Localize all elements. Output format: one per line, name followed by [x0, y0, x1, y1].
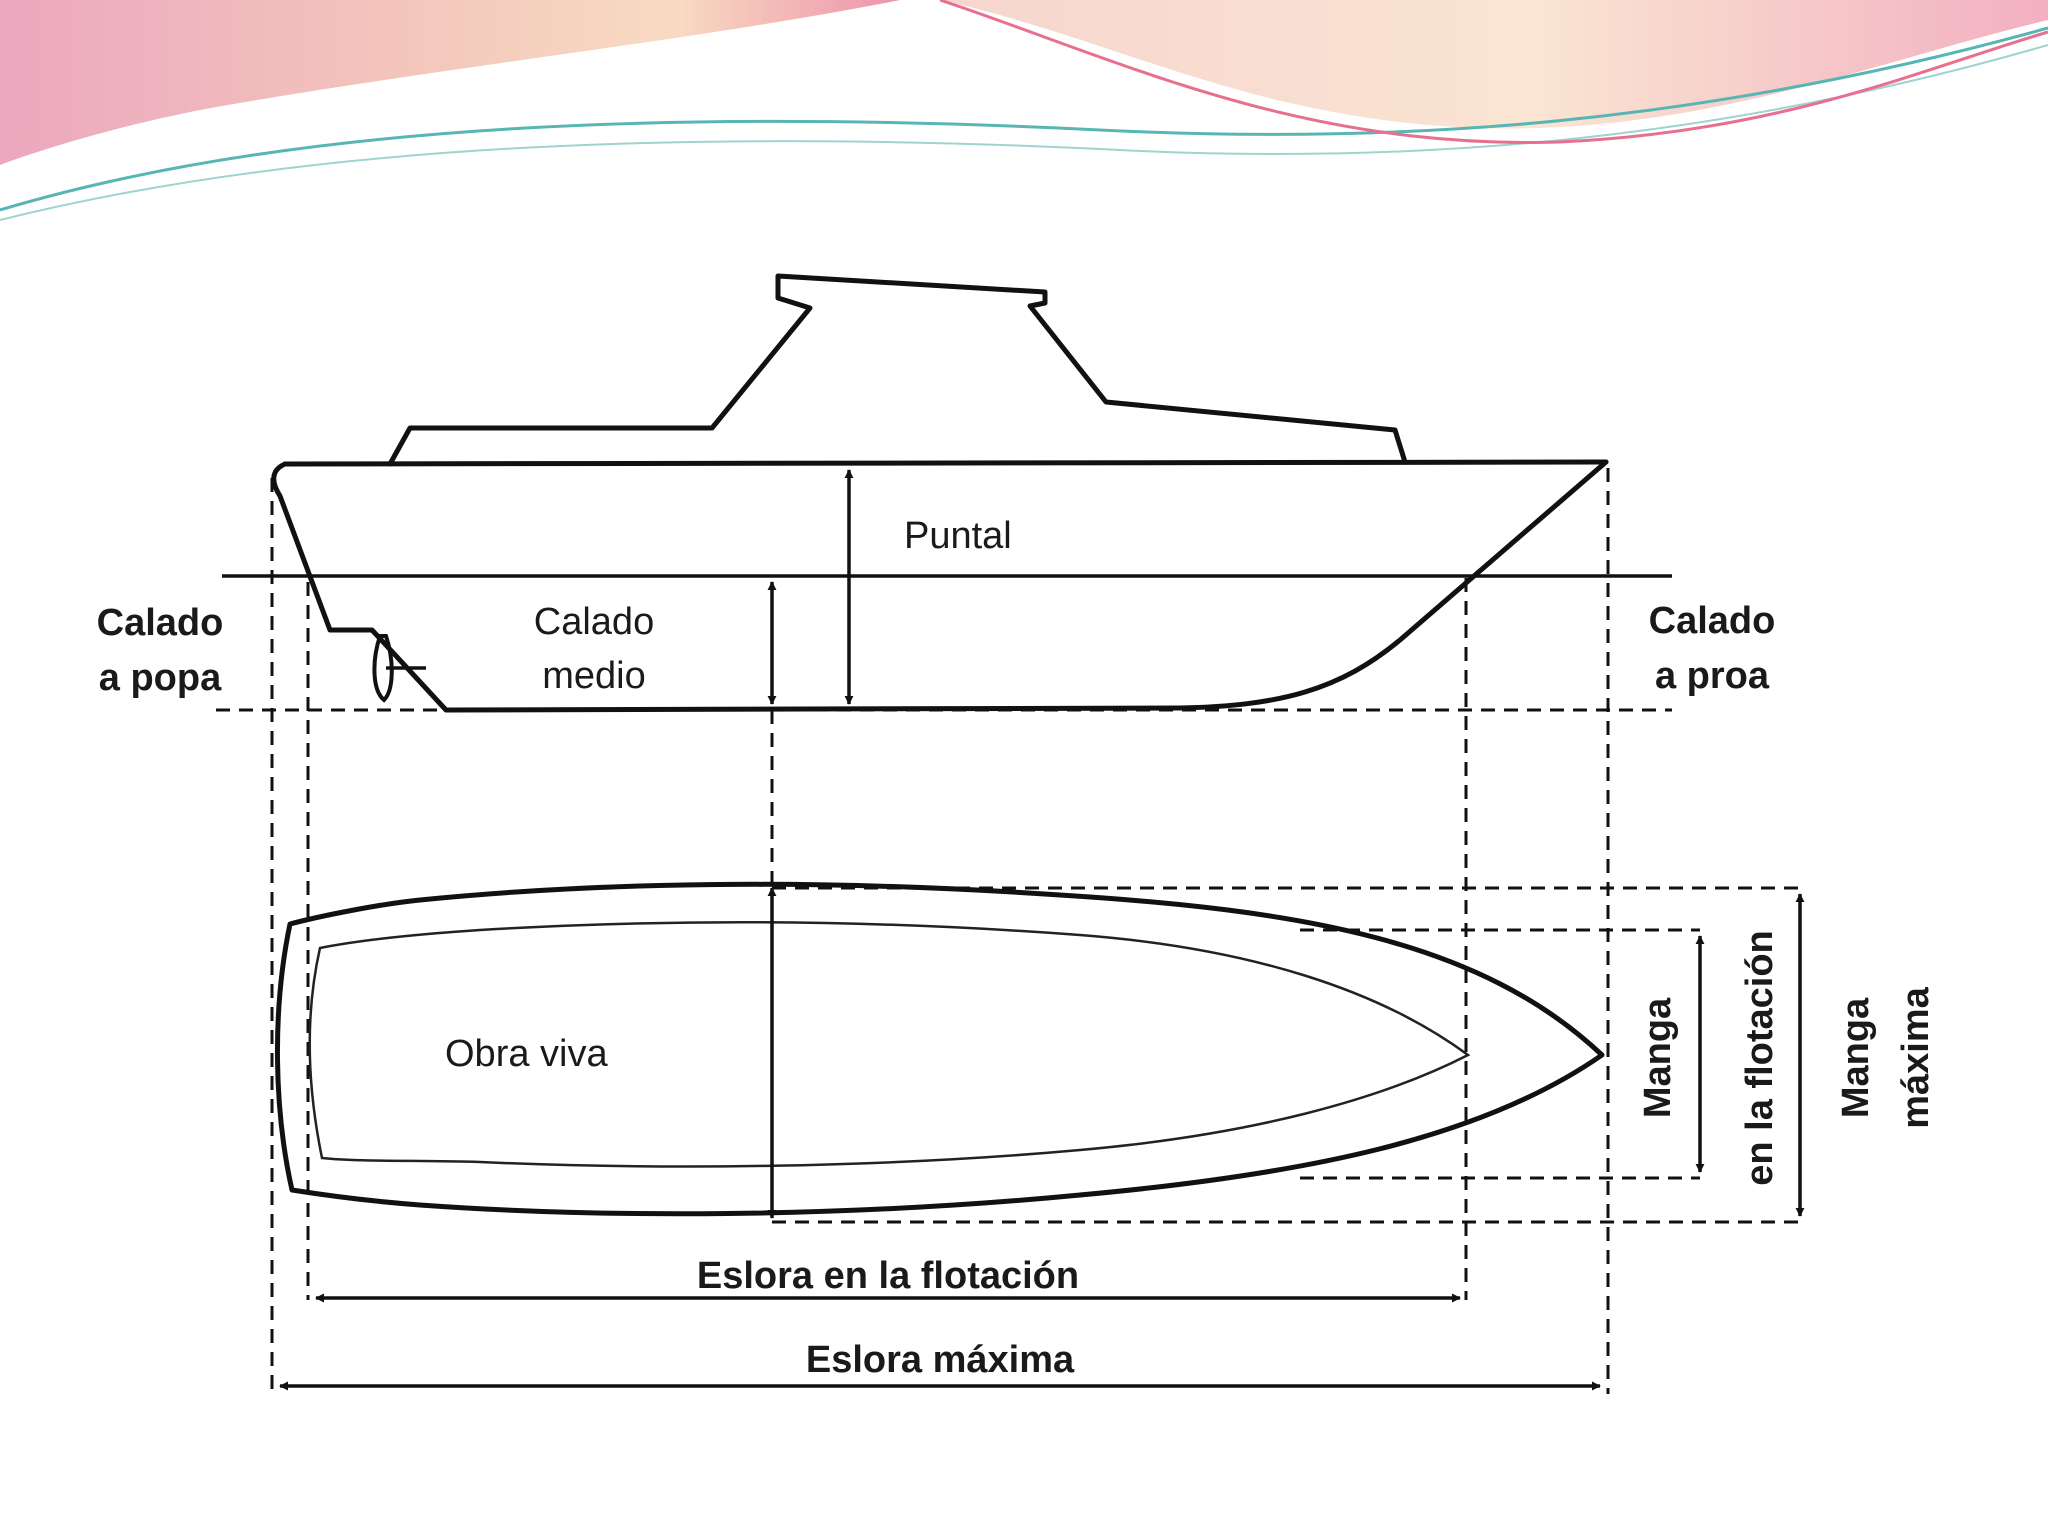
- boat-deck-line: [282, 459, 1609, 467]
- label-eslora-flotacion: Eslora en la flotación: [697, 1255, 1079, 1297]
- boat-plan-view: [274, 881, 1805, 1224]
- decorative-banner: [0, 0, 2048, 221]
- boat-hull: [271, 459, 1609, 713]
- label-eslora-maxima: Eslora máxima: [806, 1339, 1075, 1381]
- label-manga-flotacion-line2: en la flotación: [1739, 930, 1781, 1185]
- label-calado-popa-line1: Calado: [97, 602, 224, 644]
- label-obra-viva: Obra viva: [445, 1033, 608, 1075]
- label-puntal: Puntal: [904, 515, 1012, 557]
- label-calado-medio-line2: medio: [542, 655, 646, 697]
- label-manga-flotacion-line1: Manga: [1637, 997, 1679, 1118]
- label-calado-proa-line2: a proa: [1655, 655, 1770, 697]
- label-manga-maxima-line1: Manga: [1835, 997, 1877, 1118]
- propeller-icon: [372, 634, 426, 703]
- boat-cabin: [387, 273, 1408, 467]
- plan-inner-waterline: [308, 920, 1471, 1168]
- plan-outer-hull: [274, 881, 1605, 1217]
- label-manga-maxima-line2: máxima: [1895, 986, 1937, 1128]
- label-calado-popa-line2: a popa: [99, 657, 222, 699]
- label-calado-proa-line1: Calado: [1649, 600, 1776, 642]
- boat-side-profile: [216, 273, 1672, 713]
- label-calado-medio-line1: Calado: [534, 601, 654, 643]
